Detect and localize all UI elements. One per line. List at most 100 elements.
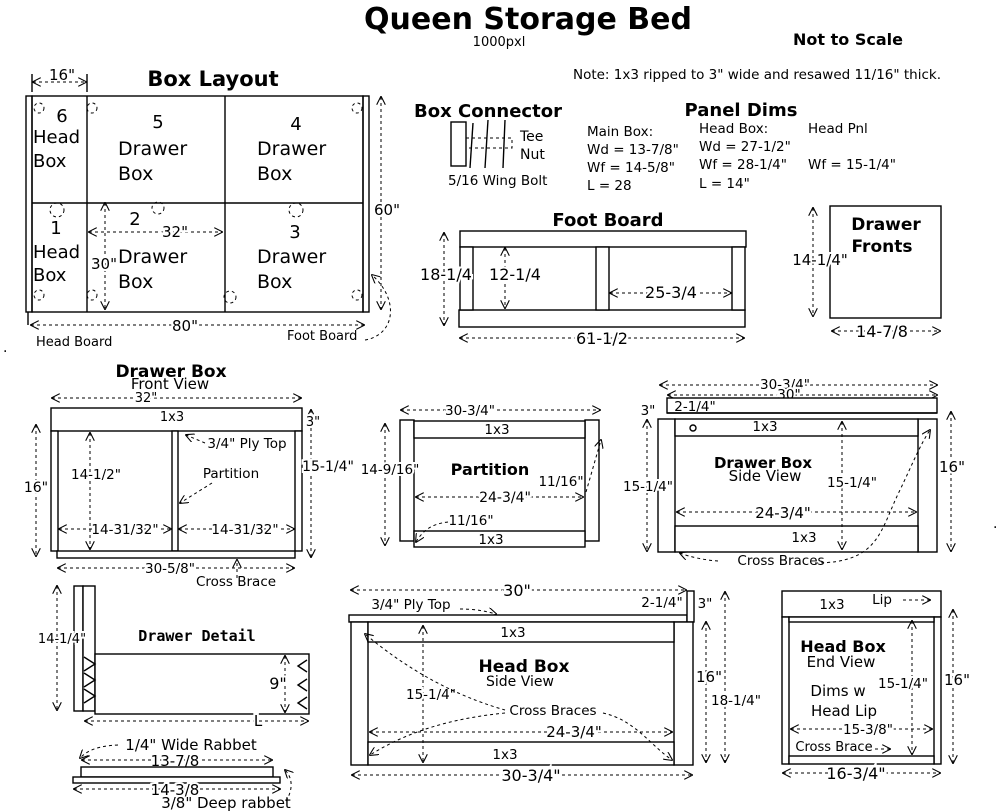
- head-side-d1514: 15-1/4": [406, 687, 456, 703]
- box-2-number: 2: [129, 209, 140, 230]
- drawer-side-d1514b: 15-1/4": [827, 475, 877, 491]
- head-box-wd: Wd = 27-1/2": [699, 139, 791, 155]
- box-1-number: 1: [50, 218, 61, 239]
- partition-inner: 24-3/4": [479, 490, 531, 506]
- partition-bottom-1x3: 1x3: [478, 532, 503, 548]
- head-pnl-heading: Head Pnl: [808, 121, 868, 137]
- main-box-wd: Wd = 13-7/8": [587, 142, 679, 158]
- drawer-detail-d9: 9": [269, 674, 287, 693]
- foot-board-h1: 18-1/4: [420, 265, 472, 284]
- head-end-d1514: 15-1/4": [878, 676, 928, 692]
- foot-board-title: Foot Board: [552, 210, 663, 231]
- drawer-box-front-section: Drawer Box Front View 32" 1x3 16" 3" 15-…: [22, 362, 356, 590]
- box-4-label-2: Box: [257, 163, 292, 185]
- svg-text:.: .: [3, 340, 7, 356]
- head-end-dims-2: Head Lip: [811, 702, 877, 720]
- drawer-detail-L: L: [254, 712, 263, 730]
- drawer-detail-h: 14-1/4": [38, 632, 86, 647]
- head-end-subtitle: End View: [807, 653, 876, 671]
- main-box-heading: Main Box:: [587, 124, 653, 140]
- head-board-label: Head Board: [36, 335, 112, 350]
- foot-board-h2: 12-1/4: [489, 265, 541, 284]
- page-subtitle: 1000pxl: [473, 35, 526, 50]
- head-board-strip: [25, 95, 33, 313]
- connector-tee-label: Tee: [519, 129, 543, 145]
- partition-w: 30-3/4": [445, 403, 495, 419]
- drawer-box-front-subtitle: Front View: [131, 375, 209, 393]
- head-side-d16: 16": [696, 668, 722, 686]
- connector-bolt-label: 5/16 Wing Bolt: [448, 173, 547, 189]
- box-3-label-2: Box: [257, 271, 292, 293]
- box-6-label-2: Box: [33, 151, 67, 172]
- box-layout-dim-top: 16": [49, 66, 75, 84]
- drawer-front-w: 32": [135, 391, 158, 406]
- drawer-fronts-h: 14-1/4": [792, 251, 848, 269]
- box-1-label-2: Box: [33, 265, 67, 286]
- panel-dims-section: Panel Dims Main Box: Wd = 13-7/8" Wf = 1…: [587, 100, 896, 194]
- box-layout-dim-right: 60": [374, 201, 400, 219]
- box-6-number: 6: [56, 106, 67, 127]
- drawer-detail-title: Drawer Detail: [138, 627, 255, 645]
- partition-section: 30-3/4" 1x3 1x3 14-9/16" Partition 11/16…: [359, 401, 601, 548]
- box-2-label-1: Drawer: [118, 246, 187, 268]
- main-box-wf: Wf = 14-5/8": [587, 160, 675, 176]
- foot-board-label: Foot Board: [287, 329, 357, 344]
- drawer-front-cross-brace: Cross Brace: [196, 574, 276, 590]
- box-layout-title: Box Layout: [147, 67, 278, 91]
- drawer-front-bottom: 30-5/8": [145, 561, 195, 577]
- box-6-label-1: Head: [33, 127, 80, 148]
- head-box-wf: Wf = 28-1/4": [699, 157, 787, 173]
- drawer-front-w1: 14-31/32": [91, 522, 158, 538]
- drawer-side-bottom-1x3: 1x3: [791, 530, 816, 546]
- drawer-side-d3: 3": [641, 403, 656, 419]
- foot-board-strip: [362, 95, 370, 313]
- head-box-heading: Head Box:: [699, 121, 768, 137]
- drawer-fronts-w: 14-7/8: [856, 322, 908, 341]
- head-side-d3: 3": [698, 596, 713, 612]
- drawer-fronts-section: Drawer Fronts 14-1/4" 14-7/8: [790, 205, 942, 343]
- foot-board-gap: 25-3/4: [645, 283, 697, 302]
- partition-title: Partition: [451, 460, 530, 479]
- box-1-label-1: Head: [33, 242, 80, 263]
- head-side-d214: 2-1/4": [641, 595, 682, 611]
- drawer-front-ply-label: 3/4" Ply Top: [207, 436, 286, 452]
- drawer-detail-rabbet-deep: 3/8" Deep rabbet: [161, 794, 291, 812]
- head-end-title: Head Box: [800, 637, 886, 656]
- head-side-inner: 24-3/4": [546, 723, 602, 741]
- head-side-cross-braces: Cross Braces: [509, 703, 596, 719]
- drawer-front-d1514: 15-1/4": [302, 459, 354, 475]
- head-side-subtitle: Side View: [486, 674, 554, 690]
- box-4-number: 4: [290, 114, 301, 135]
- page-title: Queen Storage Bed: [364, 2, 692, 37]
- partition-d1116b: 11/16": [448, 513, 493, 529]
- drawer-fronts-label-1: Drawer: [851, 215, 921, 235]
- box-layout-section: Box Layout 6 Head Box 5 Drawer Box 4 Dra…: [3, 66, 402, 356]
- drawer-front-partition-label: Partition: [203, 466, 259, 482]
- partition-top-1x3: 1x3: [484, 422, 509, 438]
- head-end-w: 16-3/4": [826, 764, 885, 783]
- box-3-label-1: Drawer: [257, 246, 326, 268]
- head-side-ply-label: 3/4" Ply Top: [371, 597, 450, 613]
- box-3-number: 3: [289, 222, 300, 243]
- box-layout-dim-bottom: 80": [172, 317, 198, 335]
- drawer-side-d214: 2-1/4": [674, 399, 715, 415]
- drawer-side-top-1x3: 1x3: [752, 419, 777, 435]
- panel-dims-title: Panel Dims: [685, 100, 798, 121]
- head-side-top-1x3: 1x3: [500, 625, 525, 641]
- head-box-end-section: 1x3 Lip Head Box End View Dims w Head Li…: [781, 590, 972, 786]
- box-layout-dim-30: 30": [91, 255, 117, 273]
- head-box-l: L = 14": [699, 176, 750, 192]
- connector-nut-label: Nut: [520, 147, 545, 163]
- head-side-bottom-1x3: 1x3: [492, 747, 517, 763]
- main-box-l: L = 28: [587, 178, 632, 194]
- head-side-title: Head Box: [479, 657, 570, 677]
- box-layout-outline: [31, 95, 364, 313]
- drawer-side-title: Drawer Box: [714, 454, 812, 472]
- drawer-detail-w2: 14-3/8: [151, 781, 200, 799]
- drawer-detail-section: 14-1/4" Drawer Detail 9" L 1/4" Wide Rab…: [36, 586, 310, 812]
- head-end-d16: 16": [944, 671, 970, 689]
- head-side-w3034: 30-3/4": [501, 766, 560, 785]
- box-5-label-2: Box: [118, 163, 153, 185]
